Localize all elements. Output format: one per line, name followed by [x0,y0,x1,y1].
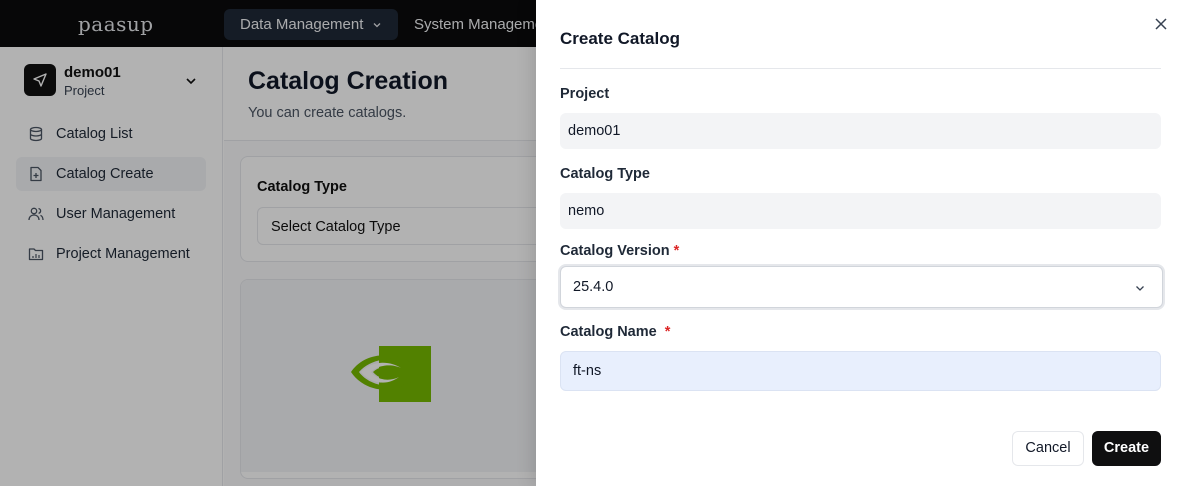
create-catalog-panel: Create Catalog Project demo01 Catalog Ty… [536,0,1185,486]
catalog-version-label-text: Catalog Version [560,243,670,259]
create-button[interactable]: Create [1092,431,1161,466]
dialog-title: Create Catalog [560,29,680,48]
project-name: demo01 [64,64,121,81]
catalog-version-select[interactable]: 25.4.0 [560,266,1163,308]
catalog-name-input[interactable]: ft-ns [560,351,1161,391]
app-logo[interactable]: paasup [78,12,154,36]
nav-system-management-label: System Management [414,16,556,33]
sidebar: demo01 Project Catalog List Catalog Crea… [0,47,223,486]
cancel-button[interactable]: Cancel [1012,431,1084,466]
catalog-version-label: Catalog Version* [560,243,679,259]
chevron-down-icon [373,23,381,28]
catalog-version-value: 25.4.0 [573,279,614,295]
chevron-down-icon [186,78,196,85]
sidebar-item-user-management[interactable]: User Management [16,197,206,231]
nvidia-logo-icon [351,346,431,402]
nav-system-management[interactable]: System Management [398,9,572,40]
catalog-type-field-label: Catalog Type [560,166,650,182]
file-plus-icon [30,166,42,182]
sidebar-item-label: Catalog Create [56,166,154,182]
send-icon [33,73,47,87]
project-field: demo01 [560,113,1161,149]
sidebar-item-catalog-list[interactable]: Catalog List [16,117,206,151]
nav-data-management-label: Data Management [240,16,364,33]
page-title: Catalog Creation [248,67,449,95]
project-switcher[interactable]: demo01 Project [24,64,204,104]
required-mark: * [664,324,671,340]
sidebar-item-project-management[interactable]: Project Management [16,237,206,271]
database-icon [29,126,43,142]
users-icon [28,207,44,221]
catalog-name-label-text: Catalog Name [560,324,657,340]
page-subtitle: You can create catalogs. [248,105,407,121]
catalog-type-label: Catalog Type [257,179,347,195]
project-avatar [24,64,56,96]
required-mark: * [673,243,680,259]
sidebar-item-label: Project Management [56,246,190,262]
project-label: Project [560,86,610,102]
catalog-type-field: nemo [560,193,1161,229]
dialog-divider [560,68,1161,69]
chevron-down-icon [1136,286,1144,291]
folder-icon [28,248,44,261]
nav-data-management[interactable]: Data Management [224,9,398,40]
sidebar-item-catalog-create[interactable]: Catalog Create [16,157,206,191]
project-subtitle: Project [64,83,105,98]
close-icon[interactable] [1153,16,1169,32]
catalog-name-label: Catalog Name * [560,324,670,340]
sidebar-item-label: User Management [56,206,176,222]
sidebar-item-label: Catalog List [56,126,133,142]
